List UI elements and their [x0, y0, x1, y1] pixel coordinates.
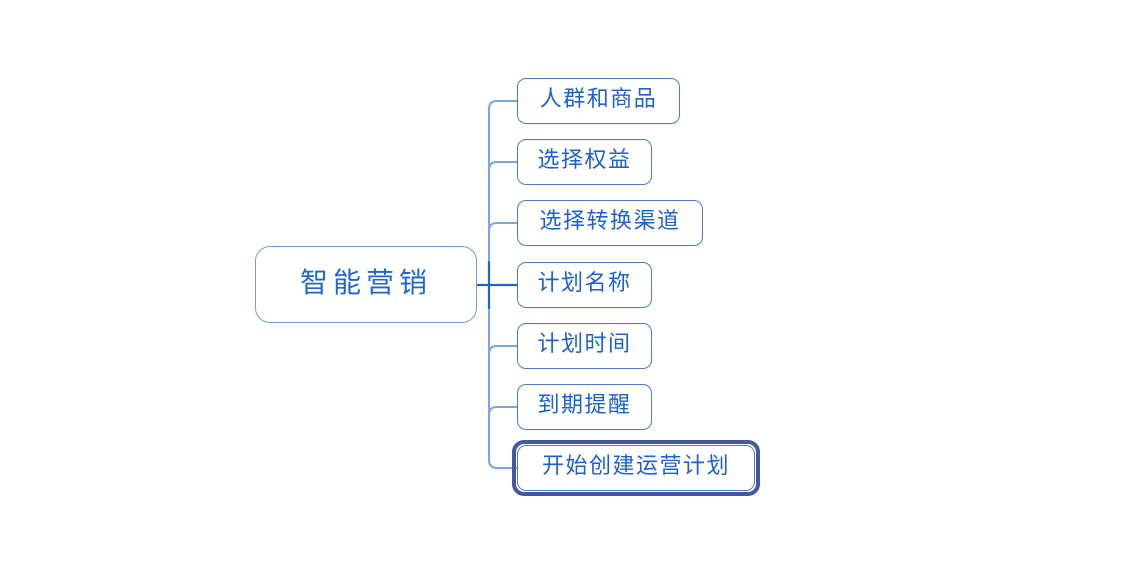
child-node-5[interactable]: 计划时间 [517, 323, 652, 369]
child-node-3-label: 选择转换渠道 [539, 209, 681, 234]
root-node[interactable]: 智能营销 [255, 246, 477, 323]
child-node-2-label: 选择权益 [537, 148, 632, 173]
selected-node-ring [512, 440, 760, 496]
connector-branch-6 [487, 405, 519, 417]
child-node-6[interactable]: 到期提醒 [517, 384, 652, 430]
child-node-4[interactable]: 计划名称 [517, 262, 652, 308]
child-node-1[interactable]: 人群和商品 [517, 78, 680, 124]
connector-branch-2 [487, 160, 519, 172]
child-node-6-label: 到期提醒 [537, 393, 632, 418]
connector-branch-3 [487, 221, 519, 233]
connector-branch-5 [487, 344, 519, 356]
child-node-2[interactable]: 选择权益 [517, 139, 652, 185]
child-node-3[interactable]: 选择转换渠道 [517, 200, 703, 246]
child-node-5-label: 计划时间 [537, 332, 632, 357]
connector-branch-1 [487, 99, 519, 111]
child-node-1-label: 人群和商品 [539, 87, 658, 112]
child-node-7[interactable]: 开始创建运营计划 [517, 445, 755, 491]
root-node-label: 智能营销 [299, 265, 432, 299]
child-node-4-label: 计划名称 [537, 271, 632, 296]
child-node-7-label: 开始创建运营计划 [541, 454, 730, 479]
